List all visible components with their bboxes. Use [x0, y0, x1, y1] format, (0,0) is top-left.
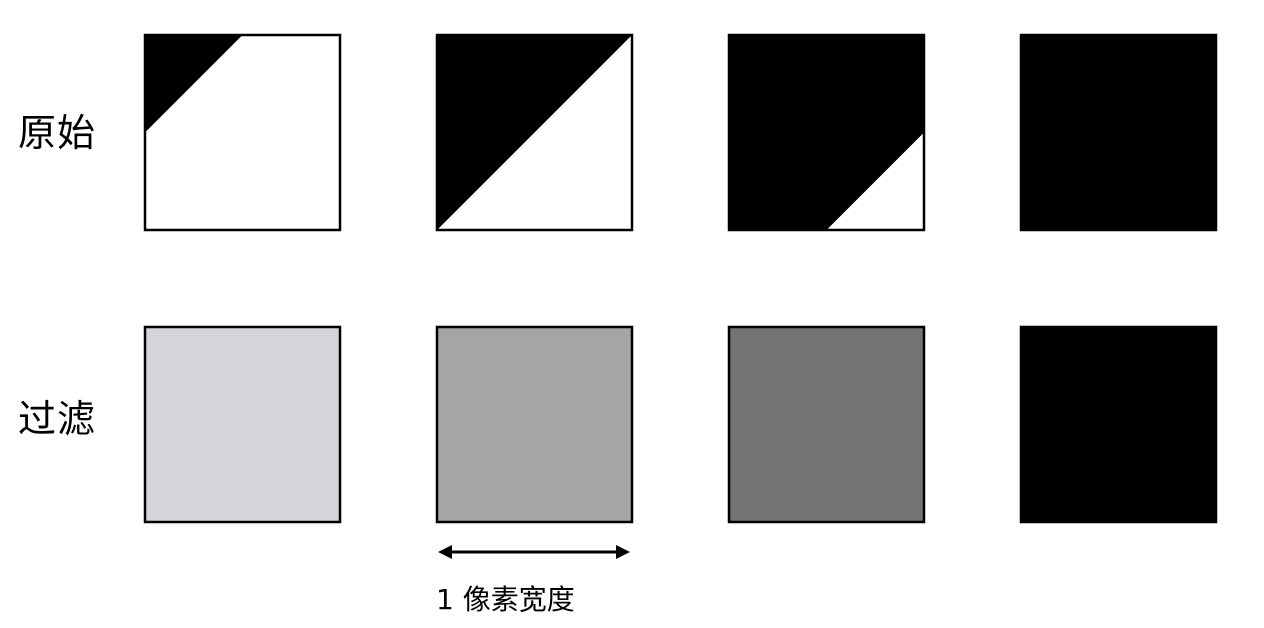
pixel-filtered-3 — [727, 325, 926, 524]
pixel-filtered-1 — [143, 325, 342, 524]
pixel-filtered-4 — [1019, 325, 1218, 524]
pixel-original-3-border — [727, 33, 926, 232]
pixel-filtered-2 — [435, 325, 634, 524]
pixel-original-2 — [435, 33, 634, 232]
pixel-original-1 — [143, 33, 342, 232]
arrow-head-left — [438, 545, 452, 559]
pixel-original-4 — [1019, 33, 1218, 232]
arrow-head-right — [616, 545, 630, 559]
pixel-original-3 — [727, 33, 926, 232]
row-label-filtered: 过滤 — [18, 397, 97, 441]
pixel-original-2-border — [435, 33, 634, 232]
pixel-width-caption: 1 像素宽度 — [436, 583, 575, 616]
pixel-original-1-black-region — [145, 35, 243, 133]
pixel-original-4-border — [1019, 33, 1218, 232]
original-pixel-row — [143, 33, 1218, 232]
filtered-pixel-row — [143, 325, 1218, 524]
pixel-original-3-black-region — [729, 35, 924, 230]
row-label-original: 原始 — [18, 111, 97, 155]
pixel-original-1-border — [143, 33, 342, 232]
pixel-original-4-black-region — [1021, 35, 1216, 230]
pixel-original-2-black-region — [437, 35, 632, 230]
pixel-width-arrow — [438, 545, 630, 559]
